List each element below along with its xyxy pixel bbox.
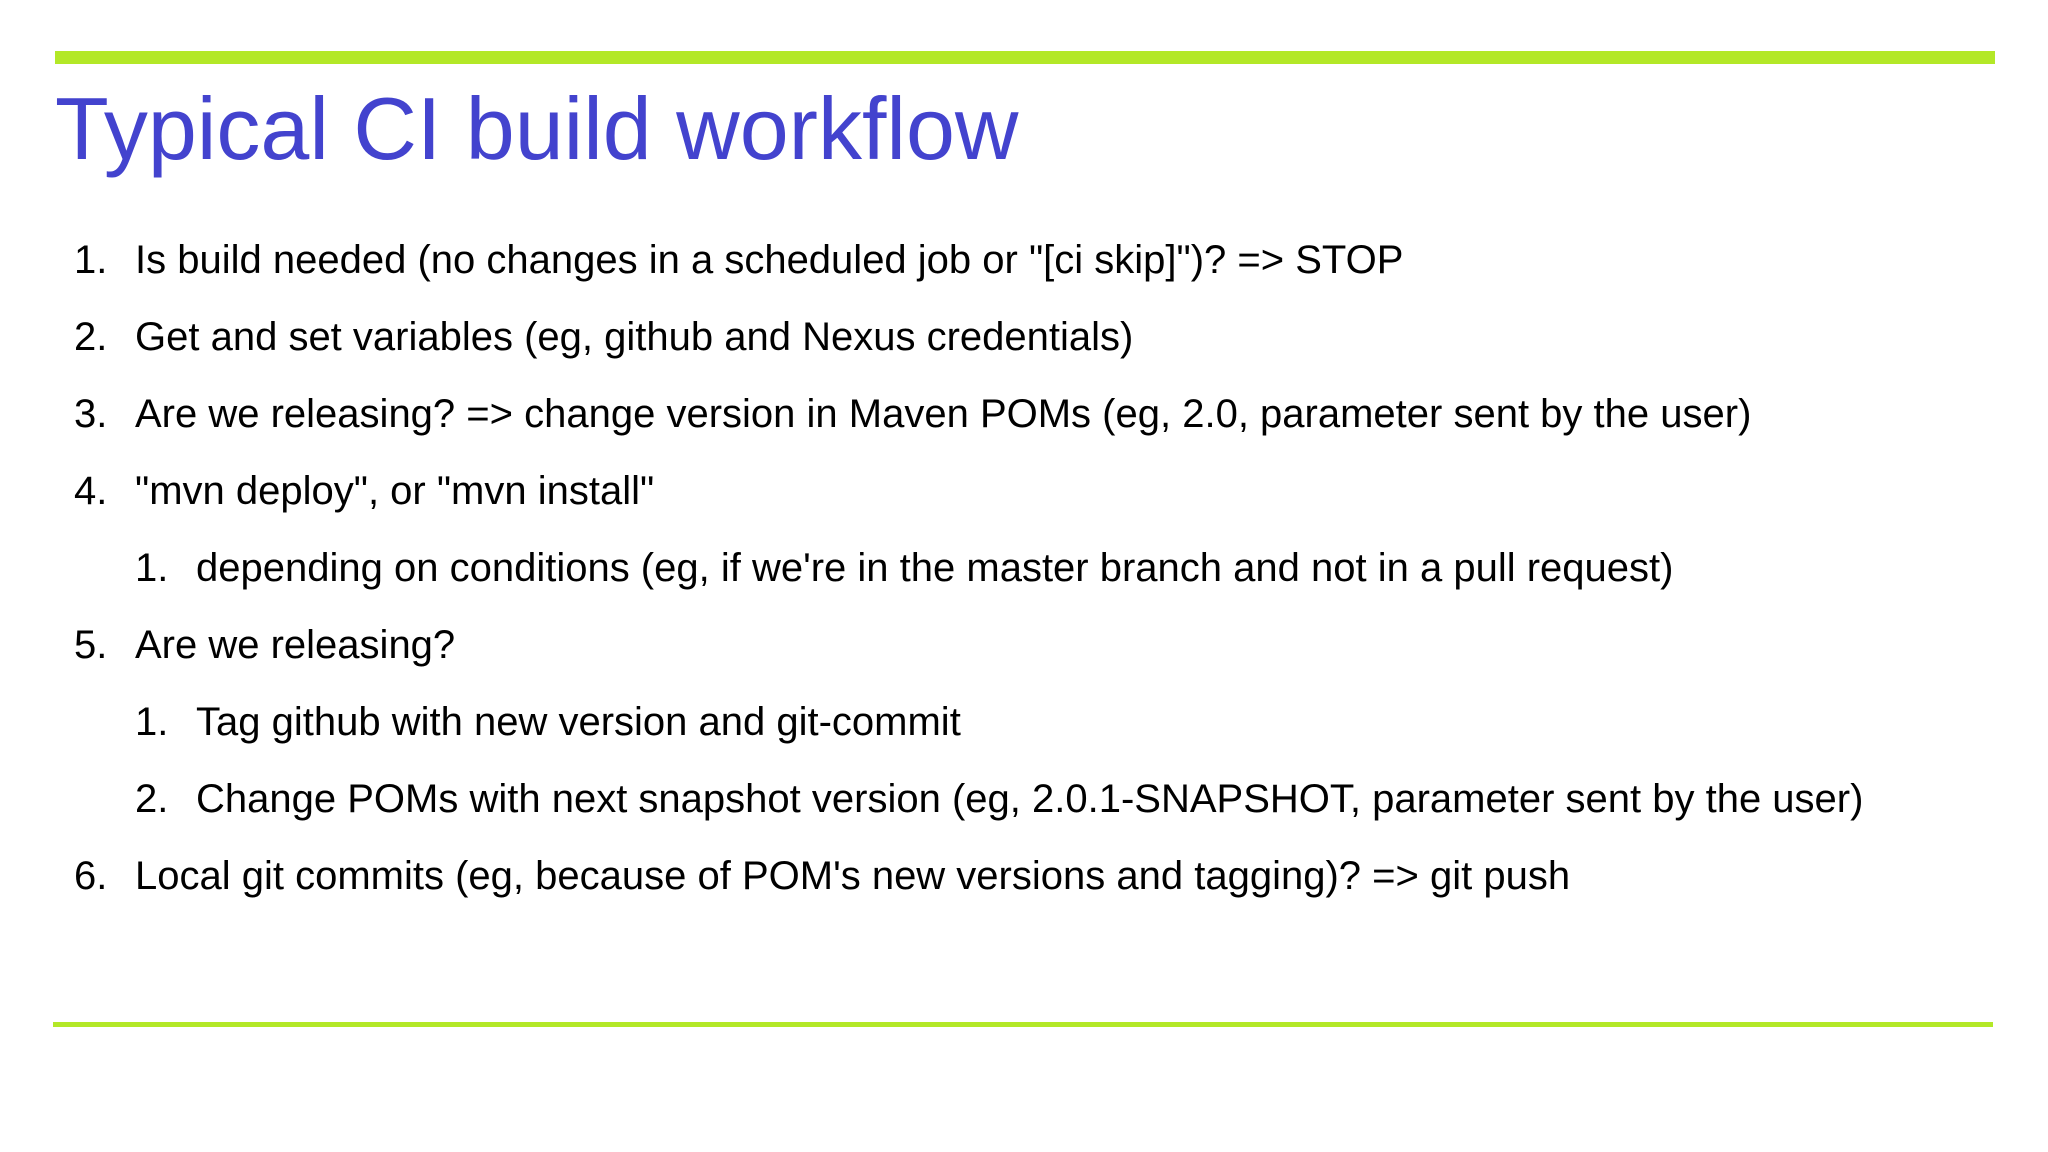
list-item-number: 1. [135,546,169,590]
list-item-number: 5. [74,623,108,667]
list-item-number: 2. [135,777,169,821]
list-item-number: 3. [74,392,108,436]
list-item-number: 1. [135,700,169,744]
list-item-text: Are we releasing? [135,623,456,667]
list-item-text: Change POMs with next snapshot version (… [196,777,1864,821]
list-item-text: "mvn deploy", or "mvn install" [135,469,655,513]
list-item: 5. Are we releasing? [0,607,2048,684]
list-item: 2. Get and set variables (eg, github and… [0,299,2048,376]
list-item-text: Tag github with new version and git-comm… [196,700,961,744]
list-item: 4. "mvn deploy", or "mvn install" [0,453,2048,530]
list-subitem: 1. Tag github with new version and git-c… [0,684,2048,761]
list-item: 6. Local git commits (eg, because of POM… [0,838,2048,915]
bottom-accent-rule [53,1022,1993,1027]
list-item-number: 1. [74,238,108,282]
list-item-number: 6. [74,854,108,898]
slide-title: Typical CI build workflow [55,79,1019,178]
list-item-text: Get and set variables (eg, github and Ne… [135,315,1134,359]
list-item-number: 4. [74,469,108,513]
list-item: 1. Is build needed (no changes in a sche… [0,222,2048,299]
list-item: 3. Are we releasing? => change version i… [0,376,2048,453]
workflow-list: 1. Is build needed (no changes in a sche… [0,222,2048,915]
list-subitem: 2. Change POMs with next snapshot versio… [0,761,2048,838]
list-item-number: 2. [74,315,108,359]
list-item-text: depending on conditions (eg, if we're in… [196,546,1674,590]
list-item-text: Is build needed (no changes in a schedul… [135,238,1404,282]
top-accent-bar [55,51,1995,64]
list-subitem: 1. depending on conditions (eg, if we're… [0,530,2048,607]
list-item-text: Local git commits (eg, because of POM's … [135,854,1571,898]
list-item-text: Are we releasing? => change version in M… [135,392,1752,436]
